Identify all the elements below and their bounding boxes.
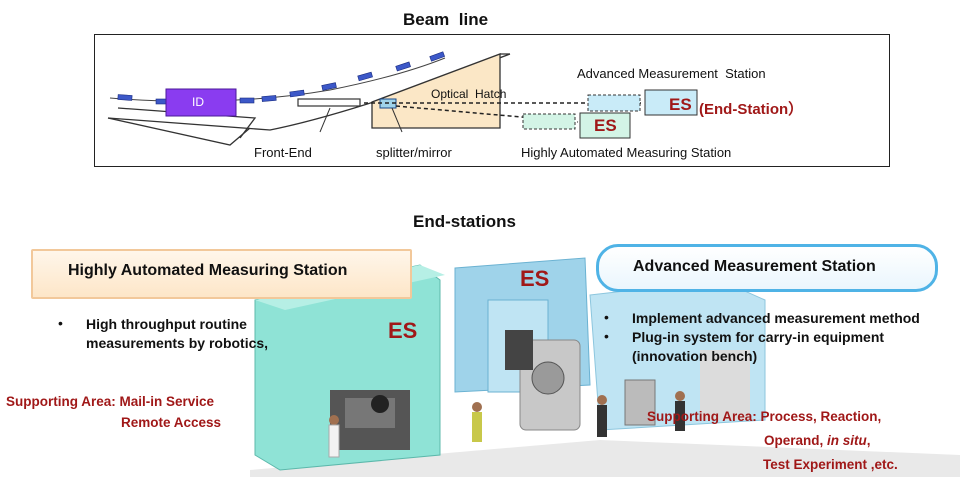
bullet-dot: •: [604, 309, 609, 325]
left-support-line2: Remote Access: [121, 415, 222, 430]
optical-hatch-label: Optical Hatch: [431, 87, 507, 101]
es-endstation-label: ES: [669, 95, 692, 114]
advanced-station-box-title: [596, 244, 938, 292]
automated-station-box: [522, 113, 576, 130]
automated-station-heading: Highly Automated Measuring Station: [68, 262, 348, 279]
ring-wall-inner: [117, 107, 257, 139]
es-automated-label: ES: [594, 116, 617, 135]
advanced-station-heading: Advanced Measurement Station: [633, 258, 876, 275]
magnet: [117, 94, 133, 101]
magnet: [395, 61, 411, 72]
optical-hatch: [371, 53, 501, 129]
right-support-line3: Test Experiment ,etc.: [763, 457, 898, 472]
magnet: [239, 97, 255, 104]
magnets: [117, 51, 445, 105]
advanced-station-label: Advanced Measurement Station: [577, 66, 766, 81]
beamline-title: Beam line: [403, 10, 489, 29]
automated-station-label: Highly Automated Measuring Station: [521, 145, 732, 160]
splitter-label: splitter/mirror: [376, 145, 452, 160]
advanced-station-box: [587, 94, 641, 112]
endstations-title: End-stations: [413, 212, 516, 231]
bullet-item: • Plug-in system for carry-in equipment …: [604, 328, 974, 366]
right-support-line1: Supporting Area: Process, Reaction,: [647, 409, 882, 424]
es-left-label: ES: [388, 318, 418, 343]
support-operand: Operand,: [764, 433, 828, 448]
people: [328, 391, 685, 458]
magnet: [321, 82, 337, 91]
right-support-line2: Operand, in situ,: [764, 431, 871, 450]
bullet-item: • Implement advanced measurement method: [604, 309, 974, 328]
front-end-label: Front-End: [254, 145, 312, 160]
automated-station-box-title: [31, 249, 412, 299]
support-comma: ,: [866, 433, 871, 448]
id-undulator: [165, 88, 237, 117]
bullet-text: Plug-in system for carry-in equipment (i…: [632, 329, 885, 364]
ring-wall-lower: [107, 117, 251, 146]
magnet: [357, 71, 373, 82]
magnet: [429, 51, 445, 62]
magnet: [289, 89, 305, 98]
floor: [250, 440, 960, 477]
support-in-situ: in situ: [827, 433, 867, 448]
bullet-dot: •: [58, 315, 63, 331]
magnet: [261, 95, 277, 102]
es-center-label: ES: [520, 266, 550, 291]
id-label: ID: [192, 95, 204, 109]
es-automated-box: [579, 112, 631, 139]
left-support-line1: Supporting Area: Mail-in Service: [6, 394, 215, 409]
es-endstation-box: [644, 89, 698, 116]
left-bullet-list: • High throughput routine measurements b…: [58, 315, 308, 353]
front-end-channel: [297, 98, 361, 107]
bullet-item: • High throughput routine measurements b…: [58, 315, 308, 353]
beam-to-automated: [395, 105, 579, 123]
endstation-text: (End-Station）: [699, 101, 804, 118]
right-bullet-list: • Implement advanced measurement method …: [604, 309, 974, 366]
bullet-dot: •: [604, 328, 609, 344]
bullet-text: Implement advanced measurement method: [632, 310, 920, 326]
bullet-text: High throughput routine measurements by …: [86, 316, 269, 351]
